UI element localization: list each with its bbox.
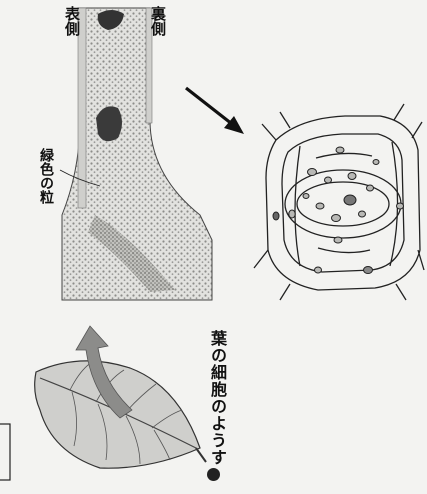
upper-epidermis bbox=[78, 8, 86, 208]
label-green-grains: 緑色の粒 bbox=[36, 148, 56, 204]
caption-bullet-icon bbox=[207, 468, 220, 481]
label-front-side: 表側 bbox=[62, 6, 83, 36]
leaf-cross-section bbox=[60, 8, 212, 300]
chloroplasts bbox=[273, 147, 404, 274]
pointer-arrow bbox=[186, 88, 244, 134]
side-box bbox=[0, 424, 10, 480]
label-back-side: 裏側 bbox=[148, 6, 169, 36]
cell-diagram bbox=[254, 104, 424, 300]
caption-leaf-cells: 葉の細胞のようす bbox=[205, 330, 229, 466]
central-body-inner bbox=[297, 182, 389, 226]
central-body bbox=[285, 170, 401, 238]
cell-inner-wall bbox=[282, 134, 404, 272]
